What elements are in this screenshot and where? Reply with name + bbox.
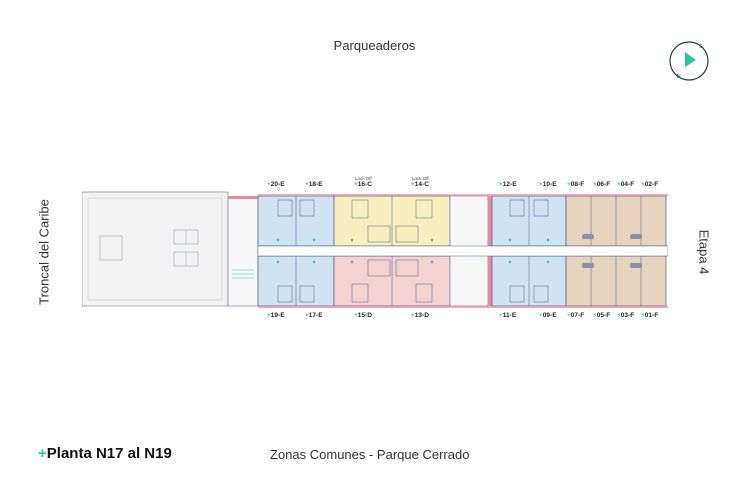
unit-label-top: +18-E	[305, 181, 323, 188]
unit-label-bottom: +05-F	[593, 312, 611, 319]
unit-label-bottom: +11-E	[499, 312, 517, 319]
unit-label-bottom: +19-E	[267, 312, 285, 319]
unit-label-bottom: +01-F	[641, 312, 659, 319]
unit-label-top: +06-F	[593, 181, 611, 188]
compass-arrow-icon	[685, 52, 696, 67]
etapa-4-label: Etapa 4	[696, 229, 712, 275]
floor-plan	[82, 191, 668, 308]
plan-title: +Planta N17 al N19	[38, 445, 172, 462]
stair-block	[99, 235, 123, 261]
lock-off-label-14c: Lock Off	[412, 176, 429, 181]
unit-label-bottom: +13-D	[411, 312, 429, 319]
unit-label-top: +16-C	[354, 181, 372, 188]
unit-label-top: +04-F	[617, 181, 635, 188]
unit-label-top: +20-E	[267, 181, 285, 188]
unit-label-top: +08-F	[567, 181, 585, 188]
unit-label-bottom: +15-D	[354, 312, 372, 319]
unit-label-top: +02-F	[641, 181, 659, 188]
unit-label-bottom: +09-E	[539, 312, 557, 319]
unit-label-top: +14-C	[411, 181, 429, 188]
compass-south-letter: S	[699, 44, 703, 50]
unit-label-bottom: +03-F	[617, 312, 635, 319]
unit-label-bottom: +17-E	[305, 312, 323, 319]
compass-icon: S N	[669, 41, 709, 81]
common-area-block	[82, 191, 229, 307]
lock-off-label-16c: Lock Off	[355, 176, 372, 181]
unit-label-bottom: +07-F	[567, 312, 585, 319]
unit-label-top: +10-E	[539, 181, 557, 188]
parking-label: Parqueaderos	[333, 38, 416, 53]
common-zones-label: Zonas Comunes - Parque Cerrado	[270, 447, 470, 462]
title-plus-icon: +	[38, 445, 47, 462]
compass-north-letter: N	[677, 74, 681, 80]
stair-core-left	[227, 197, 259, 307]
corridor	[257, 245, 668, 257]
troncal-del-caribe-label: Troncal del Caribe	[36, 199, 52, 305]
plan-title-text: Planta N17 al N19	[46, 445, 172, 462]
unit-label-top: +12-E	[499, 181, 517, 188]
